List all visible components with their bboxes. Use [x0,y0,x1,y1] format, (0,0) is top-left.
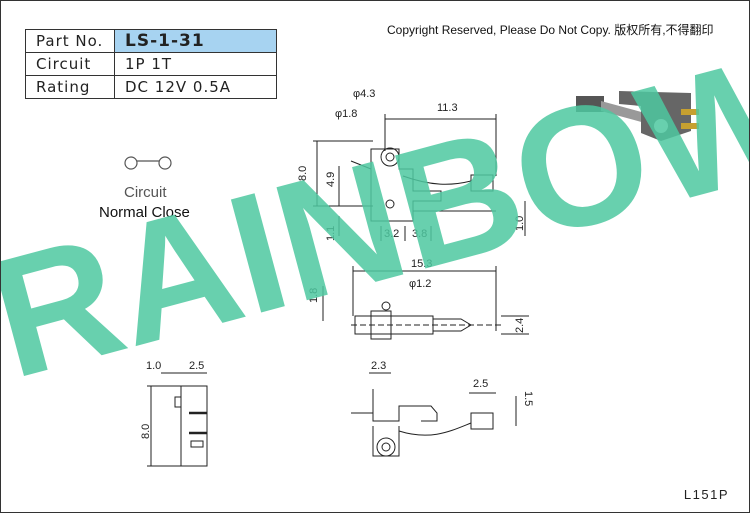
spec-row-circuit: Circuit 1P 1T [25,52,277,76]
circuit-type-label: Normal Close [99,204,190,221]
svg-text:1.0: 1.0 [146,360,161,372]
svg-text:2.5: 2.5 [473,378,488,390]
svg-text:8.0: 8.0 [140,424,152,439]
circuit-label: Circuit [25,52,115,76]
svg-text:2.5: 2.5 [189,360,204,372]
svg-text:2.3: 2.3 [371,360,386,372]
svg-text:1.8: 1.8 [308,288,320,303]
svg-text:φ1.2: φ1.2 [409,278,431,290]
spec-table: Part No. LS-1-31 Circuit 1P 1T Rating DC… [25,29,277,99]
part-no-label: Part No. [25,29,115,53]
svg-text:15.3: 15.3 [411,258,432,270]
page-code: L151P [683,487,729,502]
svg-text:φ1.8: φ1.8 [335,108,357,120]
svg-text:3.2: 3.2 [384,228,399,240]
copyright-notice: Copyright Reserved, Please Do Not Copy. … [387,23,714,37]
circuit-symbol-icon [124,156,172,170]
svg-text:3.8: 3.8 [412,228,427,240]
spec-row-part-no: Part No. LS-1-31 [25,29,277,53]
circuit-diagram-label: Circuit [124,184,167,201]
rating-value: DC 12V 0.5A [114,75,277,99]
svg-text:8.0: 8.0 [297,166,309,181]
svg-text:11.3: 11.3 [437,102,458,114]
product-3d-icon [576,91,699,141]
svg-text:1.5: 1.5 [522,391,534,406]
rating-label: Rating [25,75,115,99]
spec-row-rating: Rating DC 12V 0.5A [25,75,277,99]
part-no-value: LS-1-31 [114,29,277,53]
svg-text:1.1: 1.1 [325,226,337,241]
svg-text:2.4: 2.4 [514,318,526,333]
circuit-value: 1P 1T [114,52,277,76]
svg-text:φ4.3: φ4.3 [353,88,375,100]
svg-text:1.0: 1.0 [514,216,526,231]
svg-text:4.9: 4.9 [325,172,337,187]
